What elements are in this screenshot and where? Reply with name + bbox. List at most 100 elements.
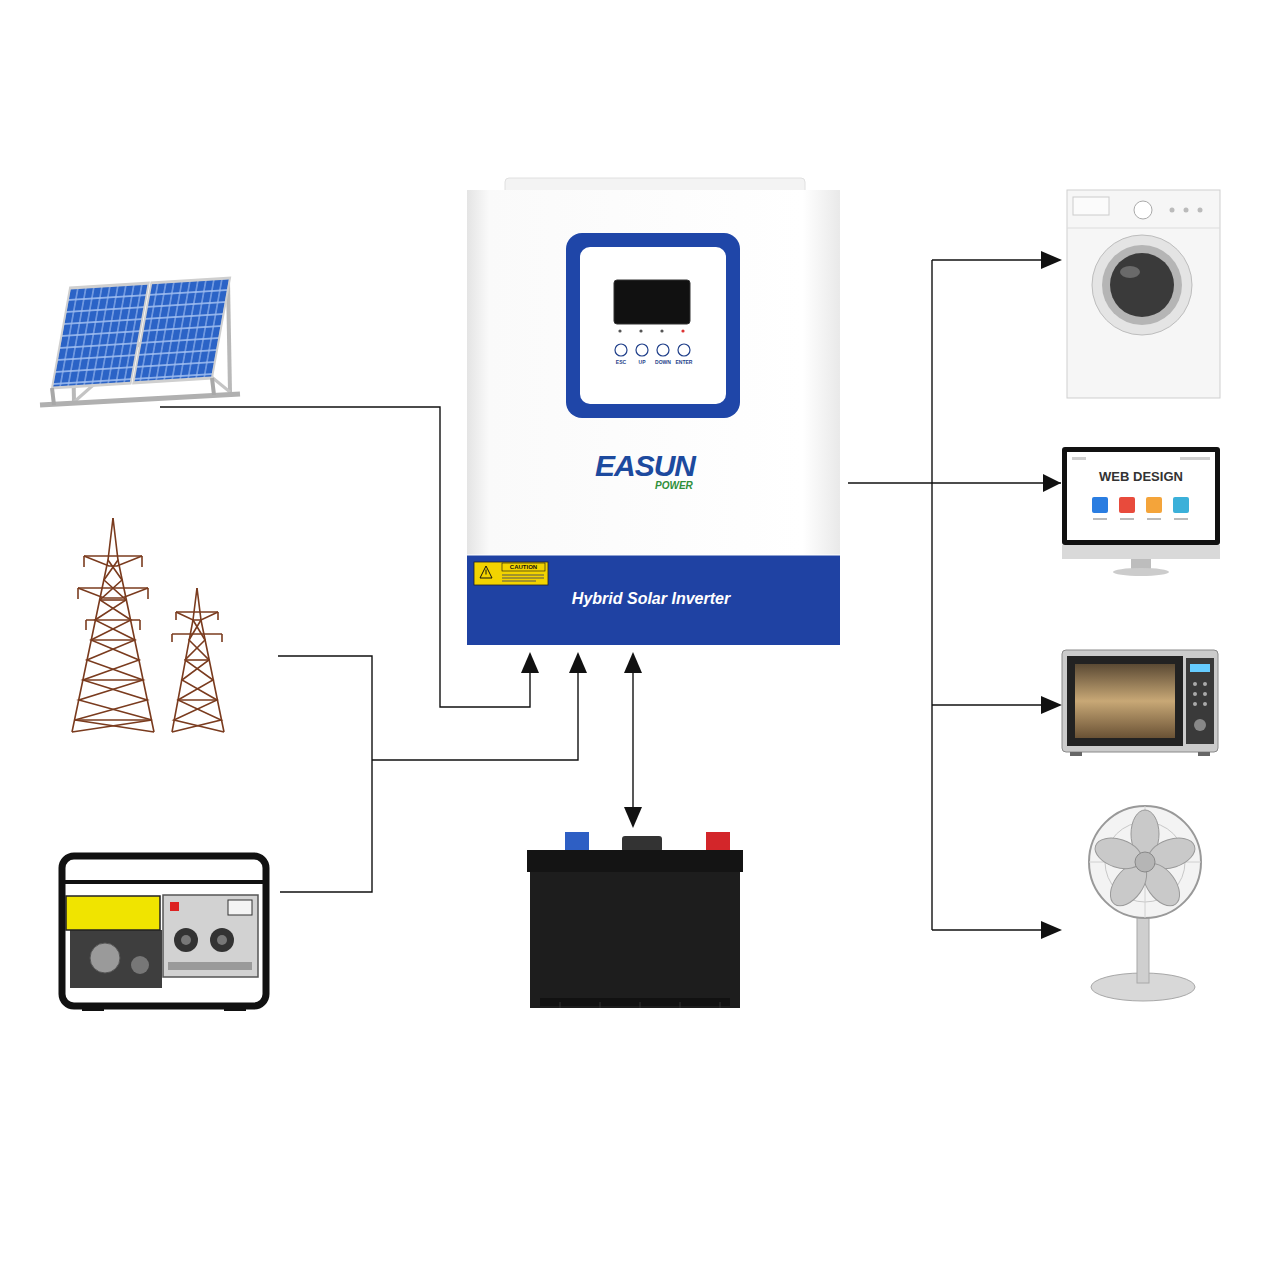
button-label: ENTER [676, 360, 693, 365]
inverter-housing [618, 329, 621, 332]
arrow-heads [1041, 921, 1062, 939]
power-pylon-picture [172, 620, 221, 732]
input-wires [160, 407, 633, 892]
power-pylon-picture [84, 556, 142, 566]
power-pylon-picture [85, 620, 87, 630]
inverter-housing [467, 555, 840, 556]
inverter-housing [636, 344, 648, 356]
monitor-picture [1173, 497, 1189, 513]
input-wires [278, 656, 372, 892]
battery-picture [560, 1002, 561, 1008]
caution-word: CAUTION [510, 564, 537, 570]
monitor-picture [1093, 518, 1107, 520]
washing-machine-picture [1067, 190, 1220, 398]
microwave-picture [1190, 664, 1210, 672]
inverter-housing [480, 566, 492, 578]
power-pylon-picture [221, 634, 223, 642]
monitor-picture [1119, 497, 1135, 513]
generator-picture [163, 895, 258, 977]
power-pylon-picture [77, 588, 79, 599]
generator-picture [70, 930, 162, 988]
power-pylon-picture [72, 518, 224, 732]
monitor-picture [1072, 457, 1086, 460]
battery-picture [600, 1002, 601, 1008]
inverter-housing [467, 178, 840, 645]
inverter-housing [681, 329, 684, 332]
washing-machine-picture [1134, 201, 1152, 219]
power-connector [848, 482, 1061, 483]
washing-machine-picture [1120, 266, 1140, 278]
battery-picture [527, 850, 743, 872]
battery-picture [680, 1002, 681, 1008]
monitor-picture [1180, 457, 1210, 460]
power-pylon-picture [83, 556, 85, 567]
battery-picture [540, 998, 730, 1006]
solar-panel-picture [212, 378, 214, 395]
output-bus [932, 260, 1042, 930]
monitor-picture [1131, 559, 1151, 569]
solar-panel-picture [228, 282, 230, 392]
fan-picture [1135, 852, 1155, 872]
generator-picture [174, 928, 198, 952]
inverter-housing [502, 575, 544, 576]
battery-picture [706, 832, 730, 852]
solar-panel-picture [52, 278, 230, 388]
fan-picture [1089, 806, 1201, 1001]
battery-picture [720, 1002, 721, 1008]
inverter-housing [502, 581, 536, 582]
brand-logo: EASUN [595, 451, 695, 481]
washing-machine-picture [1110, 253, 1174, 317]
fan-picture [1137, 915, 1149, 983]
output-bus [932, 929, 1042, 930]
arrow-heads [1041, 696, 1062, 714]
arrow-heads [624, 652, 642, 673]
inverter-housing [566, 233, 740, 418]
inverter-housing [467, 555, 840, 645]
microwave-picture [1186, 658, 1214, 744]
inverter-housing [474, 562, 548, 585]
fan-picture [1089, 806, 1201, 918]
arrow-heads [521, 251, 1062, 939]
power-pylon-picture [172, 633, 222, 635]
generator-picture [82, 1004, 104, 1011]
power-pylon-picture [100, 599, 126, 601]
output-bus [932, 259, 1042, 260]
power-pylon-picture [83, 679, 143, 681]
microwave-picture [1193, 682, 1197, 686]
output-bus [932, 704, 1042, 705]
power-pylon-picture [86, 619, 140, 621]
generator-picture [62, 856, 266, 1006]
monitor-picture [1062, 447, 1220, 545]
power-pylon-picture [174, 620, 224, 732]
inverter-housing [660, 329, 663, 332]
inverter-housing [614, 280, 690, 324]
monitor-screen: WEB DESIGN [1062, 447, 1220, 545]
output-bus [931, 260, 932, 930]
generator-picture [170, 902, 179, 911]
inverter-housing [615, 344, 627, 356]
monitor-picture [1062, 545, 1220, 559]
generator-picture [181, 935, 191, 945]
solar-panel-picture [40, 394, 240, 405]
hybrid-inverter: EASUNPOWERHybrid Solar InverterCAUTION [467, 190, 840, 645]
microwave-picture [1070, 752, 1082, 756]
button-label: UP [639, 360, 646, 365]
monitor-picture [1067, 452, 1215, 540]
power-pylon-picture [78, 587, 148, 589]
inverter-housing [639, 329, 642, 332]
battery-picture [530, 852, 740, 1008]
generator-picture [228, 900, 252, 915]
monitor-picture [1174, 518, 1188, 520]
monitor-picture [1147, 518, 1161, 520]
solar-panel-picture [52, 283, 149, 388]
washing-machine-picture [1102, 245, 1182, 325]
inverter-housing [580, 247, 726, 404]
power-pylon-picture [176, 612, 218, 620]
caution-sticker: CAUTION [474, 562, 548, 585]
solar-panel-picture [52, 388, 54, 405]
battery-picture [565, 832, 589, 852]
washing-machine-picture [1170, 208, 1175, 213]
